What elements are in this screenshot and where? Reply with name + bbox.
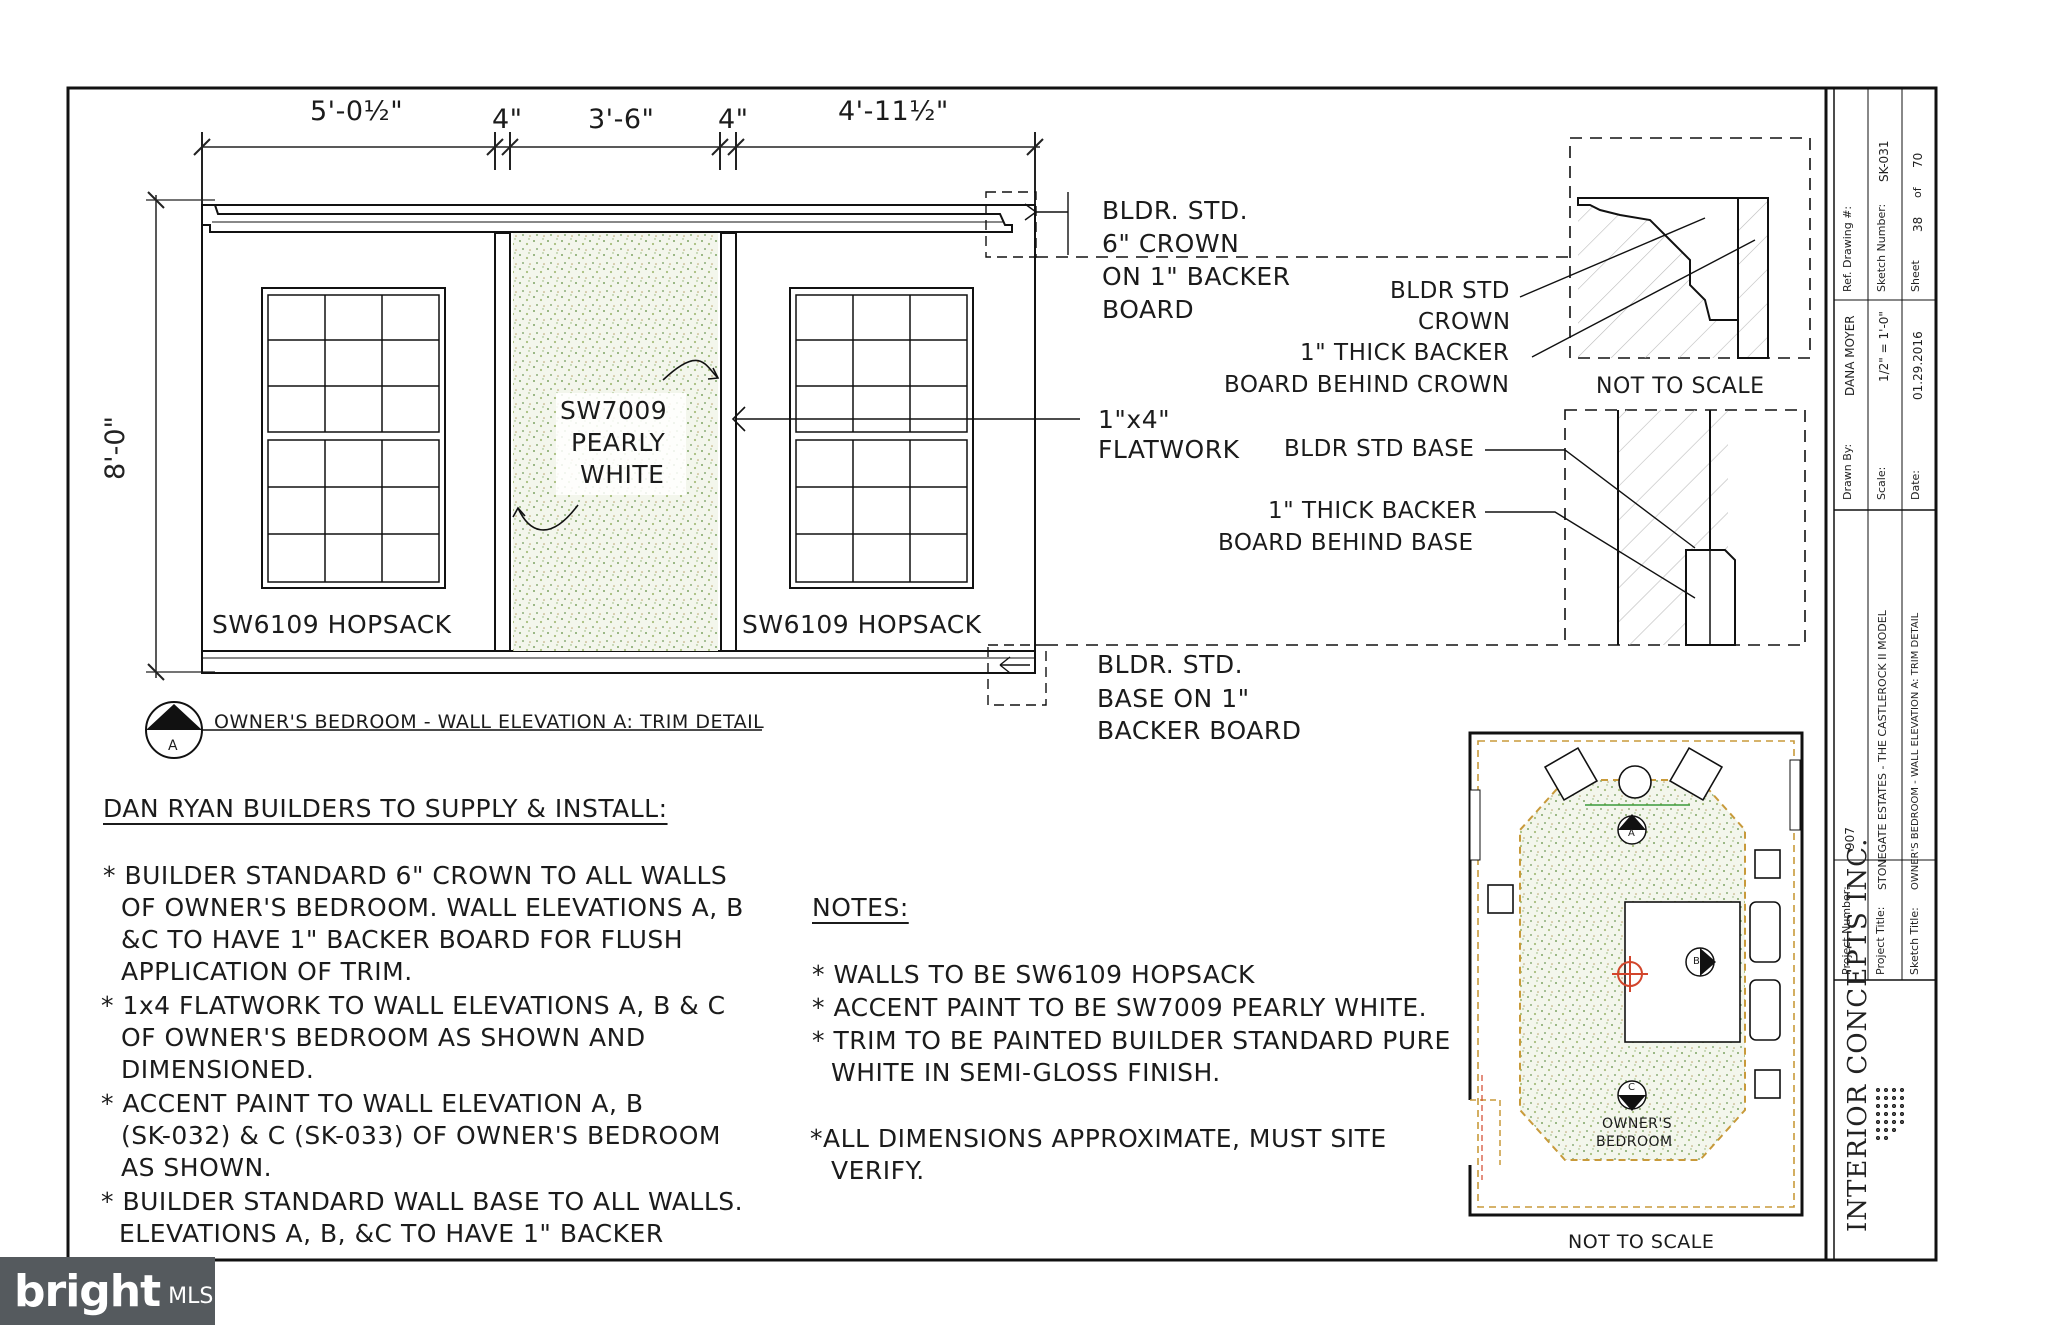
supply-line: * BUILDER STANDARD WALL BASE TO ALL WALL… (101, 1187, 744, 1216)
window-right (789, 287, 974, 589)
sheet-number: 38 (1911, 216, 1925, 232)
dim-left: 5'-0½" (310, 96, 404, 127)
note-line: VERIFY. (831, 1156, 925, 1185)
drawn-by: DANA MOYER (1843, 315, 1857, 396)
dim-flat-right: 4" (718, 104, 749, 135)
sketch-number: SK-031 (1877, 140, 1891, 182)
scale-label: Scale: (1875, 466, 1888, 500)
crown-detail-label-2: CROWN (1418, 309, 1511, 335)
project-number-label: Project Number: (1840, 886, 1853, 975)
crown-detail-label-4: BOARD BEHIND CROWN (1224, 372, 1510, 398)
crown-detail (1519, 137, 1811, 359)
note-line: * WALLS TO BE SW6109 HOPSACK (812, 960, 1255, 989)
notes-heading: NOTES: (812, 893, 909, 922)
watermark-suffix: MLS (168, 1283, 214, 1309)
dim-center: 3'-6" (588, 104, 655, 135)
supply-line: ELEVATIONS A, B, &C TO HAVE 1" BACKER (119, 1219, 664, 1248)
elevation-tag (145, 701, 762, 759)
dim-right: 4'-11½" (838, 96, 949, 127)
supply-heading: DAN RYAN BUILDERS TO SUPPLY & INSTALL: (103, 794, 668, 823)
supply-line: (SK-032) & C (SK-033) OF OWNER'S BEDROOM (121, 1121, 721, 1150)
plan-mark-a: A (1628, 828, 1636, 839)
sheet-label: Sheet (1909, 260, 1922, 292)
plan-scale-note: NOT TO SCALE (1568, 1231, 1715, 1253)
sheet-total: 70 (1911, 152, 1925, 168)
date-value: 01.29.2016 (1911, 331, 1925, 400)
wall-elevation (145, 132, 1570, 759)
window-left (261, 287, 446, 589)
supply-line: * 1x4 FLATWORK TO WALL ELEVATIONS A, B &… (101, 991, 726, 1020)
scale-value: 1/2" = 1'-0" (1877, 311, 1891, 382)
crown-callout-3: ON 1" BACKER (1102, 262, 1291, 291)
base-detail-label-2: 1" THICK BACKER (1268, 498, 1478, 524)
plan-mark-c: C (1628, 1082, 1636, 1093)
paint-label-left: SW6109 HOPSACK (212, 610, 452, 639)
crown-callout-1: BLDR. STD. (1102, 196, 1249, 225)
dim-flat-left: 4" (492, 104, 523, 135)
plan-mark-b: B (1693, 956, 1701, 967)
crown-detail-label-3: 1" THICK BACKER (1300, 340, 1510, 366)
floor-plan (1467, 731, 1804, 1217)
project-title: STONEGATE ESTATES - THE CASTLEROCK II MO… (1876, 610, 1889, 890)
accent-label-2: PEARLY (571, 428, 666, 457)
bright-mls-watermark: bright MLS (0, 1257, 215, 1325)
supply-line: OF OWNER'S BEDROOM AS SHOWN AND (121, 1023, 646, 1052)
accent-label-3: WHITE (580, 460, 665, 489)
supply-line: &C TO HAVE 1" BACKER BOARD FOR FLUSH (121, 925, 684, 954)
crown-detail-scale: NOT TO SCALE (1596, 374, 1765, 399)
ref-drawing-label: Ref. Drawing #: (1841, 205, 1854, 292)
watermark-brand: bright (14, 1265, 161, 1317)
crown-detail-label-1: BLDR STD (1390, 278, 1510, 304)
flatwork-callout-2: FLATWORK (1098, 435, 1240, 464)
supply-line: DIMENSIONED. (121, 1055, 315, 1084)
date-label: Date: (1909, 470, 1922, 500)
note-line: * TRIM TO BE PAINTED BUILDER STANDARD PU… (812, 1026, 1451, 1055)
supply-line: AS SHOWN. (121, 1153, 273, 1182)
elevation-tag-letter: A (168, 738, 179, 754)
note-line: WHITE IN SEMI-GLOSS FINISH. (831, 1058, 1221, 1087)
sketch-number-label: Sketch Number: (1875, 203, 1888, 292)
supply-line: APPLICATION OF TRIM. (121, 957, 413, 986)
project-number: 907 (1843, 827, 1857, 850)
elevation-title: OWNER'S BEDROOM - WALL ELEVATION A: TRIM… (214, 711, 765, 733)
plan-room-label-1: OWNER'S (1602, 1116, 1673, 1132)
note-line: * ACCENT PAINT TO BE SW7009 PEARLY WHITE… (812, 993, 1428, 1022)
project-title-label: Project Title: (1874, 906, 1887, 975)
dim-height: 8'-0" (100, 416, 131, 480)
sketch-title-label: Sketch Title: (1908, 907, 1921, 975)
supply-line: OF OWNER'S BEDROOM. WALL ELEVATIONS A, B (121, 893, 744, 922)
flatwork-right (720, 232, 737, 652)
flatwork-callout-1: 1"x4" (1098, 405, 1171, 434)
base-detail (1485, 409, 1806, 646)
accent-label-1: SW7009 (560, 396, 668, 425)
base-detail-label-1: BLDR STD BASE (1284, 436, 1475, 462)
supply-line: * ACCENT PAINT TO WALL ELEVATION A, B (101, 1089, 644, 1118)
sheet-border (66, 86, 1938, 1262)
supply-line: * BUILDER STANDARD 6" CROWN TO ALL WALLS (103, 861, 728, 890)
base-callout-3: BACKER BOARD (1097, 716, 1302, 745)
crown-callout-2: 6" CROWN (1102, 229, 1240, 258)
base-detail-label-3: BOARD BEHIND BASE (1218, 530, 1474, 556)
base-callout-1: BLDR. STD. (1097, 650, 1244, 679)
paint-label-right: SW6109 HOPSACK (742, 610, 982, 639)
plan-room-label-2: BEDROOM (1596, 1134, 1673, 1150)
base-callout-2: BASE ON 1" (1097, 684, 1250, 713)
note-line: *ALL DIMENSIONS APPROXIMATE, MUST SITE (810, 1124, 1387, 1153)
sketch-title: OWNER'S BEDROOM - WALL ELEVATION A: TRIM… (1910, 612, 1921, 890)
crown-callout-4: BOARD (1102, 295, 1195, 324)
drawn-by-label: Drawn By: (1841, 443, 1854, 500)
flatwork-left (494, 232, 511, 652)
sheet-of-label: of (1911, 187, 1924, 198)
title-block-frame (1833, 88, 1936, 1260)
